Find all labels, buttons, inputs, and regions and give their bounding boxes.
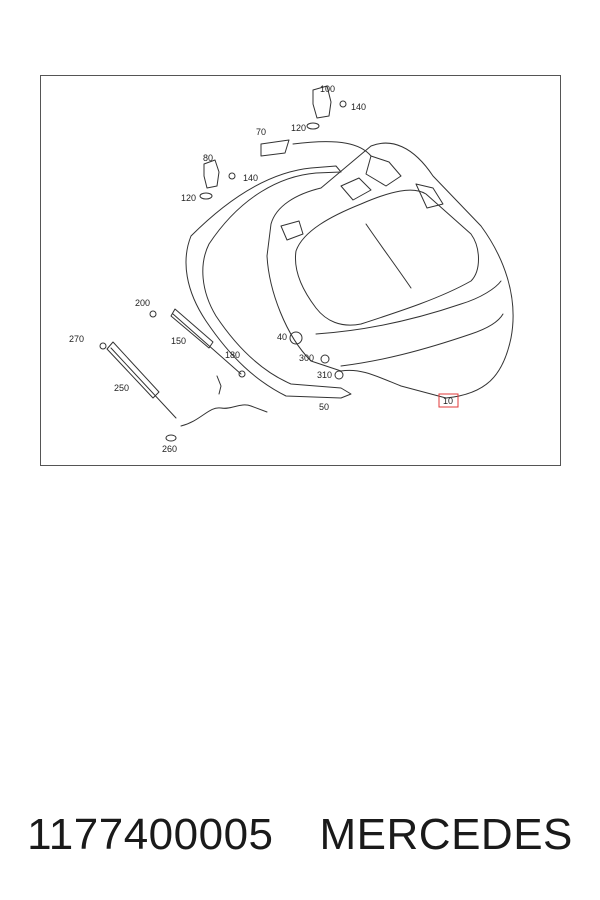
tailgate-shell [266,142,514,399]
callout-10: 10 [443,396,453,406]
ball-joint-180 [238,370,246,378]
badge-hole [289,331,303,345]
callout-300: 300 [299,353,314,363]
hinge-right [312,85,332,119]
callout-70: 70 [256,127,266,137]
nut-120-left [199,192,213,200]
callout-80: 80 [203,153,213,163]
callout-140-right: 140 [351,102,366,112]
ball-joint-200 [149,310,157,318]
tailgate-lower-crease [315,280,502,335]
grommet-260 [165,434,177,442]
callout-140-left: 140 [243,173,258,183]
bolt-140-right [339,100,347,108]
tailgate-seal [185,165,352,399]
callout-50: 50 [319,402,329,412]
part-number: 1177400005 [27,810,274,859]
callout-250: 250 [114,383,129,393]
gas-strut-150-body [170,308,214,349]
callout-310: 310 [317,370,332,380]
ball-joint-270 [99,342,107,350]
callout-120-right: 120 [291,123,306,133]
rear-window [294,189,479,326]
gas-strut-250 [110,347,177,419]
brand-name: MERCEDES [319,810,573,859]
nut-120-right [306,122,320,130]
callout-270: 270 [69,334,84,344]
tailgate-lower-edge [340,313,504,367]
callout-200: 200 [135,298,150,308]
callout-260: 260 [162,444,177,454]
callout-100: 100 [320,84,335,94]
parts-diagram-frame: 10 40 50 70 80 100 120 120 140 140 150 1… [40,75,561,466]
callout-10-highlight [438,393,459,408]
hinge-left [203,159,220,189]
gas-strut-250-body [106,341,160,399]
inner-frame-details [280,155,444,241]
part-caption: 1177400005 MERCEDES [0,800,600,870]
lock-310 [334,370,344,380]
label-plate-70 [260,139,290,157]
lock-300 [320,354,330,364]
callout-150: 150 [171,336,186,346]
tailgate-exploded-diagram: 10 40 50 70 80 100 120 120 140 140 150 1… [69,84,514,454]
callout-180: 180 [225,350,240,360]
bolt-140-left [228,172,236,180]
callout-40: 40 [277,332,287,342]
wiring-harness [180,375,268,427]
leader-70 [292,141,372,157]
gas-strut-150 [172,313,242,375]
callout-120-left: 120 [181,193,196,203]
window-reflection-line [365,223,412,289]
